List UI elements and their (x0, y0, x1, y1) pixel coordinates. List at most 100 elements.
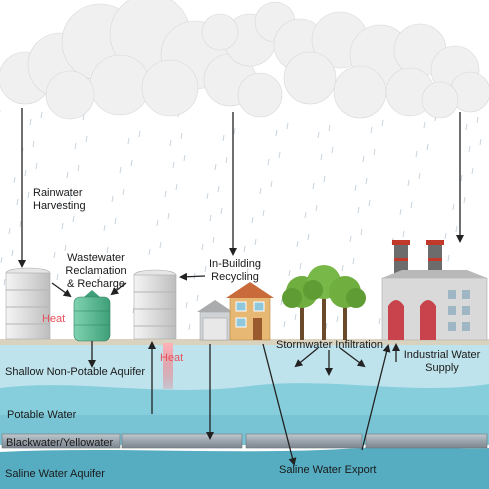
label-shallow-aquifer: Shallow Non-Potable Aquifer (5, 366, 146, 378)
rain-streak (159, 241, 162, 249)
arrow-infiltration-left (294, 347, 319, 368)
label-rainwater-line1: Rainwater (33, 187, 83, 199)
rain-streak (217, 185, 220, 193)
rain-streak (167, 212, 170, 220)
rain-streak (58, 200, 61, 208)
rain-streak (85, 135, 88, 143)
rain-streak (29, 118, 32, 126)
arrow-infiltration-right (339, 347, 366, 368)
rain-streak (278, 151, 281, 159)
rain-streak (114, 217, 117, 225)
heat-glow (163, 343, 173, 389)
rain-streak (106, 246, 109, 254)
label-wastewater-line2: Reclamation (65, 265, 127, 277)
rain-streak (11, 249, 14, 257)
rain-streak (357, 206, 360, 214)
rain-streak (19, 220, 22, 228)
rain-streak (222, 134, 225, 142)
rain-streak (317, 131, 320, 139)
rain-streak (188, 323, 191, 331)
label-wastewater-reclamation: Wastewater Reclamation & Recharge (58, 252, 134, 291)
rain-streak (381, 119, 384, 127)
rain-streak (119, 166, 122, 174)
rain-streak (169, 139, 172, 147)
reclamation-tank (73, 290, 111, 342)
rain-streak (418, 172, 421, 180)
rain-streak (233, 127, 236, 135)
rain-streak (283, 320, 286, 328)
label-saline-aquifer: Saline Water Aquifer (5, 468, 105, 480)
rain-streak (243, 245, 246, 253)
label-wastewater-line3: & Recharge (66, 278, 126, 290)
ground-surface (0, 339, 489, 345)
rain-streak (294, 313, 297, 321)
factory (381, 240, 488, 341)
rain-streak (323, 175, 326, 183)
rain-streak (61, 222, 64, 230)
rain-streak (209, 214, 212, 222)
rain-streak (444, 232, 447, 240)
rain-streak (479, 138, 482, 146)
rain-streak (254, 238, 257, 246)
label-wastewater-line1: Wastewater (67, 252, 125, 264)
rain-streak (447, 254, 450, 262)
rain-streak (156, 219, 159, 227)
rain-streak (109, 268, 112, 276)
rain-streak (225, 156, 228, 164)
rain-streak (196, 294, 199, 302)
rain-streak (465, 123, 468, 131)
label-rainwater-harvesting: Rainwater Harvesting (33, 187, 86, 213)
rain-streak (127, 137, 130, 145)
rain-streak (402, 230, 405, 238)
saline-aquifer-layer (0, 446, 489, 489)
rain-streak (130, 159, 133, 167)
rain-streak (175, 183, 178, 191)
rain-streak (69, 193, 72, 201)
trees (282, 265, 366, 340)
label-blackwater: Blackwater/Yellowater (6, 437, 114, 449)
rain-streak (32, 140, 35, 148)
rain-streak (476, 116, 479, 124)
rain-streak (53, 251, 56, 259)
label-saline-export: Saline Water Export (279, 464, 377, 476)
rain-streak (74, 142, 77, 150)
label-stormwater-infiltration: Stormwater Infiltration (276, 339, 383, 351)
rain-streak (360, 228, 363, 236)
rain-streak (220, 207, 223, 215)
rainwater-tank (5, 267, 51, 340)
label-rainwater-line2: Harvesting (33, 200, 86, 212)
rain-streak (368, 199, 371, 207)
rain-streak (72, 215, 75, 223)
rain-streak (471, 167, 474, 175)
rain-streak (315, 204, 318, 212)
rain-streak (64, 244, 67, 252)
house (197, 282, 274, 341)
rain-streak (66, 171, 69, 179)
rain-streak (299, 262, 302, 270)
recycling-tank (133, 269, 177, 340)
label-potable-water: Potable Water (7, 409, 77, 421)
rain-streak (349, 235, 352, 243)
rain-streak (455, 225, 458, 233)
rain-streak (370, 126, 373, 134)
rain-streak (328, 124, 331, 132)
rain-streak (95, 253, 98, 261)
rain-streak (341, 264, 344, 272)
rain-streak (251, 216, 254, 224)
rain-streak (183, 154, 186, 162)
rain-streak (185, 301, 188, 309)
rain-streak (463, 196, 466, 204)
rain-streak (352, 257, 355, 265)
label-heat-left: Heat (42, 313, 66, 325)
rain-streak (27, 191, 30, 199)
rain-streak (0, 256, 3, 264)
rain-streak (365, 177, 368, 185)
rain-streak (122, 188, 125, 196)
rain-streak (415, 150, 418, 158)
rain-streak (296, 240, 299, 248)
rain-streak (77, 164, 80, 172)
rain-streak (206, 192, 209, 200)
arrow-recycling-to-tank (179, 272, 206, 281)
